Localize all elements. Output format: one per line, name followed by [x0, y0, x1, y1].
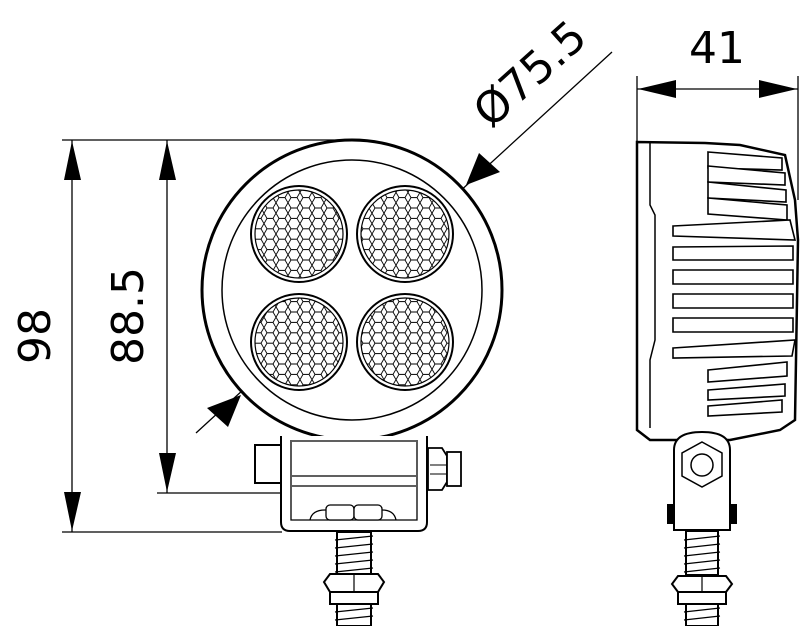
arrow-diagonal-icon [207, 395, 241, 427]
front-view [200, 138, 504, 626]
cooling-fins [672, 151, 797, 417]
mounting-bracket-side [667, 430, 737, 531]
led-lens-bottom-right [356, 293, 454, 391]
hex-nut-icon [681, 441, 723, 488]
led-lens-bottom-left [250, 293, 348, 391]
led-lens-top-left [250, 185, 348, 283]
arrow-up-icon [64, 141, 81, 180]
arrow-diagonal-icon [466, 153, 500, 185]
arrow-right-icon [759, 80, 797, 98]
dim-label-98: 98 [10, 308, 61, 364]
dim-label-diameter: Ø75.5 [464, 11, 597, 138]
mounting-bolt-front [322, 531, 386, 626]
arrow-down-icon [64, 492, 81, 531]
dimension-overall-height: 98 [10, 140, 81, 532]
mounting-bolt-side [670, 530, 734, 626]
dim-label-88-5: 88.5 [103, 267, 154, 365]
arrow-left-icon [638, 80, 676, 98]
side-view [635, 140, 800, 626]
led-lens-top-right [356, 185, 454, 283]
bezel-inner-ring [221, 159, 483, 421]
dimension-depth: 41 [637, 23, 798, 98]
extension-lines [62, 76, 799, 533]
dim-label-41: 41 [689, 23, 745, 74]
dimension-housing-height: 88.5 [103, 140, 176, 493]
arrow-up-icon [159, 141, 176, 180]
housing-outer-ring [200, 138, 504, 442]
mounting-bracket-front [254, 436, 462, 532]
arrow-down-icon [159, 453, 176, 492]
